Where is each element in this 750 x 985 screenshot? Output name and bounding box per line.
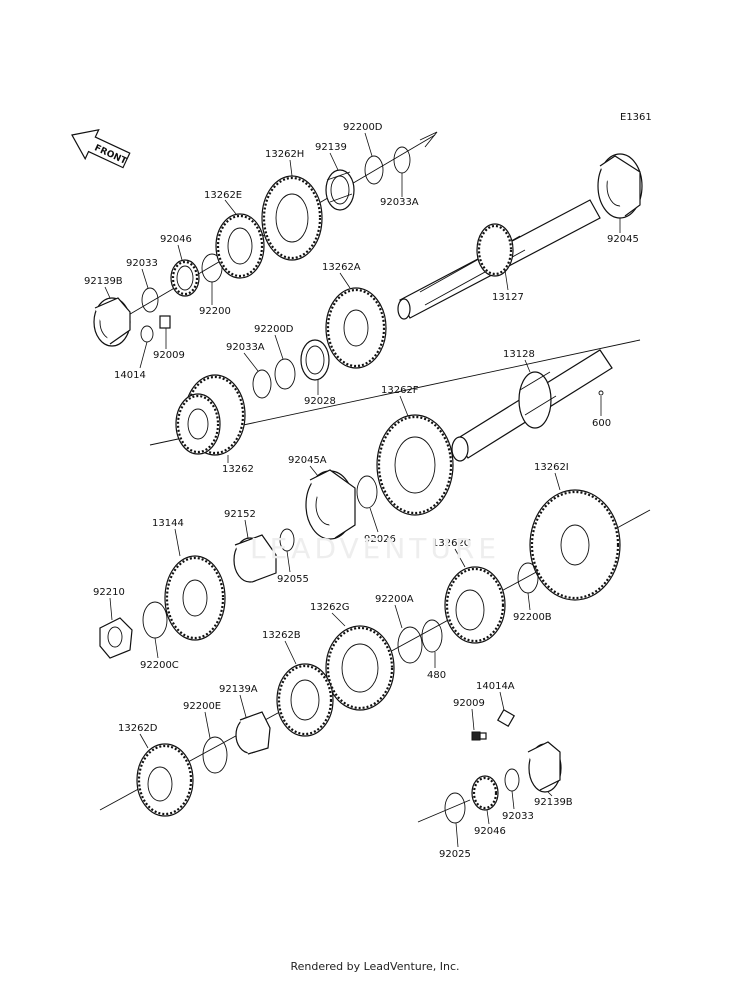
label-92033-bottom: 92033 bbox=[502, 811, 534, 822]
bearing-92139b-top bbox=[93, 297, 131, 347]
gear-13262c bbox=[444, 566, 506, 644]
washer-92200c bbox=[142, 601, 168, 639]
label-92033a-mid: 92033A bbox=[226, 342, 265, 353]
gear-13262b bbox=[276, 663, 334, 737]
label-92200b: 92200B bbox=[513, 612, 552, 623]
label-14014a: 14014A bbox=[476, 681, 515, 692]
label-92200e: 92200E bbox=[183, 701, 221, 712]
label-92028: 92028 bbox=[304, 396, 336, 407]
front-arrow-icon: FRONT bbox=[71, 128, 131, 169]
label-92009-top: 92009 bbox=[153, 350, 185, 361]
gear-13262f bbox=[376, 414, 454, 516]
label-92045: 92045 bbox=[607, 234, 639, 245]
needle-bearing-92046-bottom bbox=[471, 775, 499, 811]
circlip-92033-top bbox=[141, 287, 159, 313]
label-92139b-top: 92139B bbox=[84, 276, 123, 287]
label-13262b: 13262B bbox=[262, 630, 301, 641]
bearing-92139b-bottom bbox=[527, 741, 562, 793]
label-13127: 13127 bbox=[492, 292, 524, 303]
leader-lines bbox=[104, 132, 621, 848]
gear-13262i bbox=[529, 489, 621, 601]
label-13262a: 13262A bbox=[322, 262, 361, 273]
washer-92200e bbox=[202, 736, 228, 774]
label-92200c: 92200C bbox=[140, 660, 179, 671]
label-13262h: 13262H bbox=[265, 149, 304, 160]
nut-92210 bbox=[99, 617, 133, 659]
gear-13262h bbox=[261, 175, 323, 261]
shaft-13128 bbox=[451, 349, 613, 462]
bearing-92045 bbox=[597, 153, 643, 219]
label-92009-bottom: 92009 bbox=[453, 698, 485, 709]
label-92139b-bottom: 92139B bbox=[534, 797, 573, 808]
gear-13262 bbox=[175, 374, 246, 456]
label-92200d-mid: 92200D bbox=[254, 324, 294, 335]
circlip-92033a-top bbox=[393, 146, 411, 174]
label-13262i: 13262I bbox=[534, 462, 569, 473]
label-92200d-top: 92200D bbox=[343, 122, 383, 133]
bottom-axis-line bbox=[417, 799, 471, 823]
gear-13262e bbox=[215, 213, 265, 279]
label-92045a: 92045A bbox=[288, 455, 327, 466]
bolt-92009-bottom bbox=[471, 731, 487, 741]
label-480: 480 bbox=[427, 670, 446, 681]
washer-92200a bbox=[397, 626, 423, 664]
part-600-dot bbox=[598, 390, 604, 396]
gear-13262d bbox=[136, 743, 194, 817]
label-92055: 92055 bbox=[277, 574, 309, 585]
label-92139-top: 92139 bbox=[315, 142, 347, 153]
label-13128: 13128 bbox=[503, 349, 535, 360]
part-labels: 13262H 92139 92200D 92033A 13262E 92046 … bbox=[84, 122, 639, 860]
label-13144: 13144 bbox=[152, 518, 184, 529]
sprocket-13144 bbox=[164, 555, 226, 641]
collar-92152 bbox=[233, 534, 277, 583]
label-13262f: 13262F bbox=[381, 385, 419, 396]
label-600: 600 bbox=[592, 418, 611, 429]
label-92033a-top: 92033A bbox=[380, 197, 419, 208]
label-14014: 14014 bbox=[114, 370, 146, 381]
washer-92200d-top bbox=[364, 155, 384, 185]
label-13262g: 13262G bbox=[310, 602, 350, 613]
washer-92026 bbox=[356, 475, 378, 509]
bearing-92045a bbox=[305, 469, 356, 540]
circlip-92033a-mid bbox=[252, 369, 272, 399]
label-92210: 92210 bbox=[93, 587, 125, 598]
circlip-92033-bottom bbox=[504, 768, 520, 792]
label-92025: 92025 bbox=[439, 849, 471, 860]
bushing-92139a bbox=[235, 711, 271, 755]
label-13262e: 13262E bbox=[204, 190, 242, 201]
washer-92200d-mid bbox=[274, 358, 296, 390]
label-13262: 13262 bbox=[222, 464, 254, 475]
needle-bearing-92046-top bbox=[170, 259, 200, 297]
label-92200a: 92200A bbox=[375, 594, 414, 605]
gear-13262g bbox=[325, 625, 395, 711]
label-92033-top: 92033 bbox=[126, 258, 158, 269]
label-92046-bottom: 92046 bbox=[474, 826, 506, 837]
axis-arrow-icon bbox=[419, 131, 438, 148]
footer-credit: Rendered by LeadVenture, Inc. bbox=[290, 960, 460, 973]
washer-92025 bbox=[444, 792, 466, 824]
label-92046-top: 92046 bbox=[160, 234, 192, 245]
label-13262d: 13262D bbox=[118, 723, 158, 734]
diagram-code-label: E1361 bbox=[620, 112, 652, 123]
gear-13262a bbox=[325, 287, 387, 369]
label-92152: 92152 bbox=[224, 509, 256, 520]
washer-92200b bbox=[517, 562, 539, 594]
bushing-92139-top bbox=[325, 169, 355, 211]
washer-14014a bbox=[496, 708, 516, 728]
washer-14014 bbox=[140, 325, 154, 343]
bushing-92028 bbox=[300, 339, 330, 381]
label-92026: 92026 bbox=[364, 534, 396, 545]
label-13262c: 13262C bbox=[432, 538, 471, 549]
watermark-text: LEADVENTURE bbox=[250, 532, 501, 565]
circlip-480 bbox=[421, 619, 443, 653]
label-92200: 92200 bbox=[199, 306, 231, 317]
bolt-92009-top bbox=[159, 315, 171, 329]
shaft-13127 bbox=[397, 199, 601, 320]
label-92139a: 92139A bbox=[219, 684, 258, 695]
